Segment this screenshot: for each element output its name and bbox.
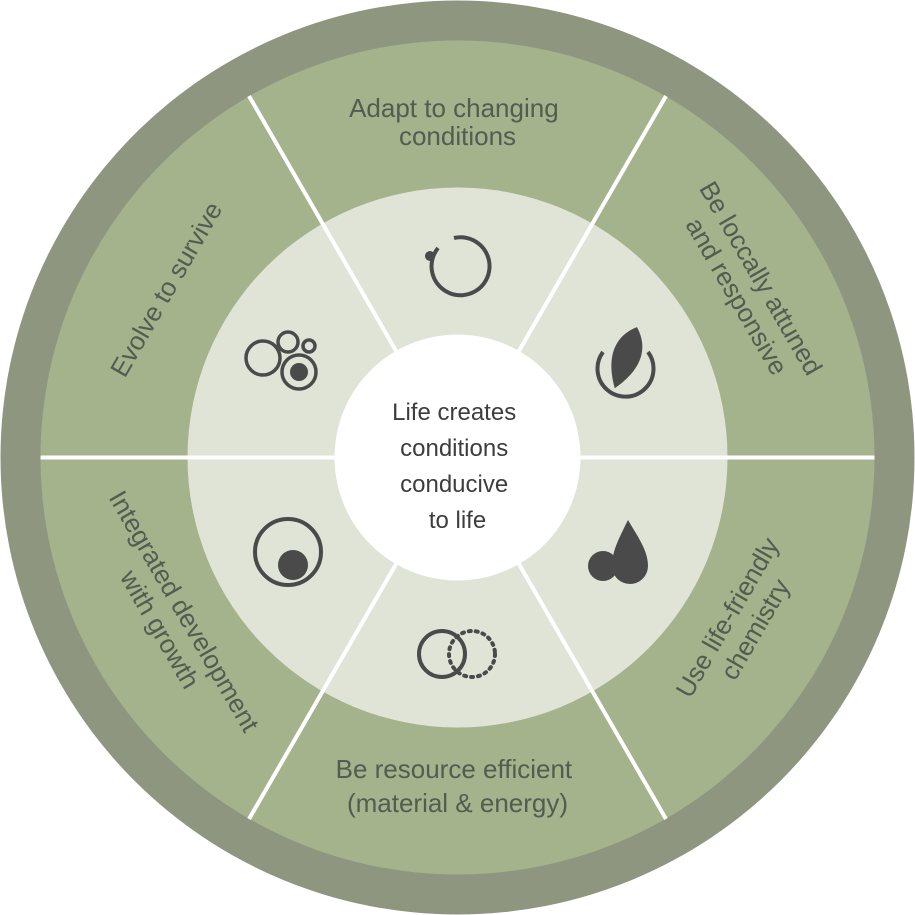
- overlapping-circles-icon: [417, 629, 497, 679]
- center-circle: [334, 334, 581, 581]
- segment-adapt-label-1: Adapt to changing: [349, 93, 559, 123]
- bubbles-icon: [244, 330, 318, 391]
- segment-resource-label-1: Be resource efficient: [336, 754, 573, 784]
- refresh-icon: [425, 235, 492, 298]
- nested-circle-icon: [253, 517, 323, 587]
- droplet-icon: [588, 520, 648, 584]
- segment-resource: Be resource efficient (material & energy…: [336, 754, 580, 818]
- segment-adapt: Adapt to changing conditions: [349, 93, 566, 151]
- svg-text:Adapt to changing condi: Adapt to changing conditions: [349, 93, 566, 151]
- segment-resource-label-2: (material & energy): [347, 788, 568, 818]
- leaf-icon: [595, 327, 656, 399]
- svg-text:Be resource efficient (m: Be resource efficient (material & energy…: [336, 754, 580, 818]
- center-text: Life creates conditions conducive to lif…: [392, 399, 523, 534]
- segment-adapt-label-2: conditions: [399, 121, 516, 151]
